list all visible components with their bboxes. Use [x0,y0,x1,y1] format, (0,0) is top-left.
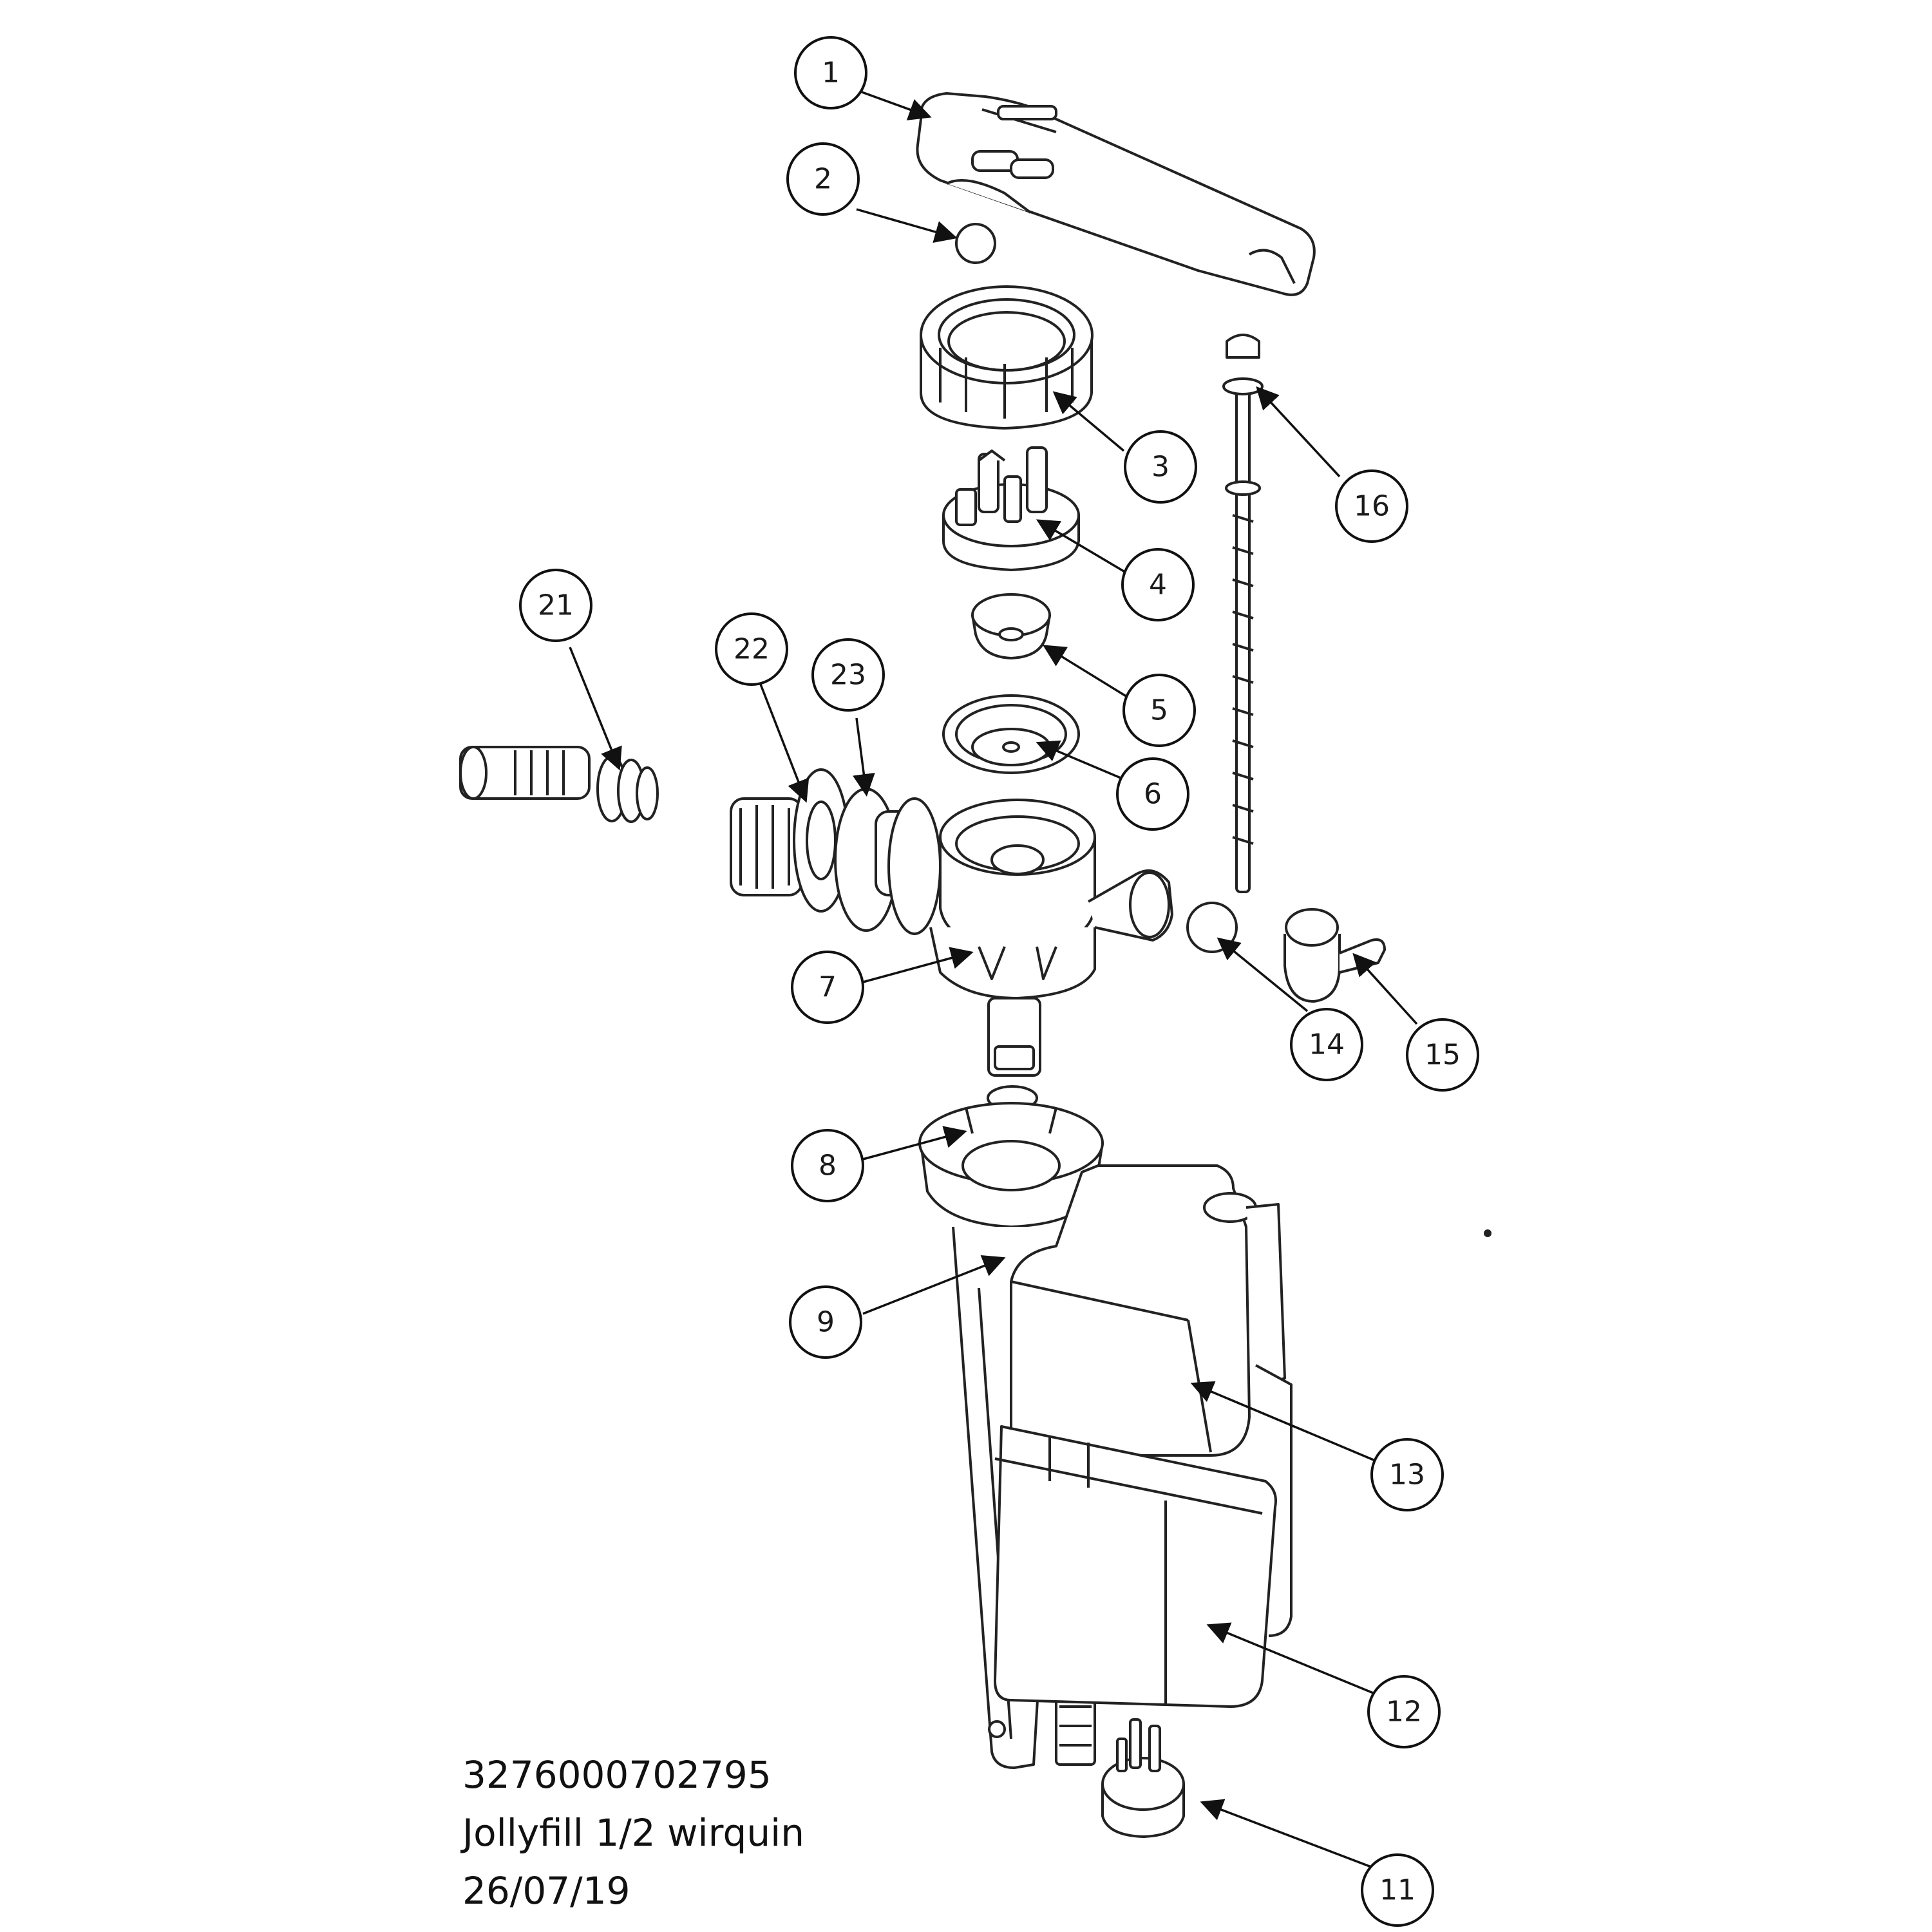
caption-product-code: 3276000702795 [462,1753,772,1797]
callout-circle-12 [1367,1675,1441,1748]
leader-9 [862,1255,1006,1315]
callout-label-9: 9 [817,1306,835,1339]
callout-label-15: 15 [1425,1039,1461,1072]
leader-14 [1217,937,1309,1012]
callout-circle-6 [1116,757,1189,831]
part-3-nut-ring [920,285,1094,430]
part-15-connector [1283,908,1386,1003]
callout-labels: 1 2 3 4 5 6 7 8 9 11 12 13 14 15 16 21 2… [538,57,1461,1907]
callout-circle-15 [1406,1018,1479,1092]
caption-product-name: Jollyfill 1/2 wirquin [462,1811,804,1855]
callout-circle-1 [794,36,867,109]
callout-circle-16 [1335,469,1408,543]
callout-label-13: 13 [1389,1459,1425,1492]
callout-label-16: 16 [1354,490,1390,523]
callout-label-5: 5 [1150,694,1168,727]
leader-11 [1200,1799,1382,1872]
leader-6 [1036,740,1124,781]
leader-12 [1206,1622,1376,1695]
part-7-stem [987,997,1041,1077]
part-5-cup-seal [971,593,1051,659]
part-4-valve-head [942,446,1080,571]
callout-circles [519,36,1479,1927]
leader-5 [1043,645,1131,700]
callout-label-2: 2 [814,163,832,196]
part-7-valve-body [929,799,1173,999]
part-13-float-housing [1010,1164,1293,1637]
callout-label-8: 8 [819,1150,837,1182]
part-6-diaphragm [942,694,1080,774]
leader-3 [1052,391,1125,452]
callout-label-1: 1 [822,57,840,90]
callout-circle-3 [1124,430,1197,504]
callout-circle-22 [715,612,788,686]
leader-21 [569,647,622,771]
leader-lines [569,89,1418,1872]
part-23-washer [834,788,942,935]
part-14-ball [1186,902,1238,953]
part-12-lower-cup [994,1425,1277,1708]
leader-4 [1036,519,1128,574]
leader-8 [862,1126,967,1160]
callout-circle-8 [791,1129,864,1202]
part-1-lever-arm [916,92,1316,296]
callout-label-3: 3 [1151,451,1170,484]
callout-circle-9 [789,1285,862,1359]
callout-label-6: 6 [1144,778,1162,811]
callout-circle-2 [786,142,860,216]
caption-date: 26/07/19 [462,1869,630,1913]
callout-circle-21 [519,569,592,642]
callout-label-4: 4 [1149,569,1167,601]
part-21-filter [459,746,659,823]
callout-label-12: 12 [1386,1696,1422,1728]
callout-circle-23 [811,638,885,712]
callout-circle-4 [1121,548,1195,621]
part-22-inlet-nut [730,768,849,913]
leader-13 [1190,1381,1379,1463]
callout-label-11: 11 [1379,1874,1416,1907]
leader-22 [759,682,810,803]
callout-label-23: 23 [830,659,866,692]
leader-23 [853,717,875,797]
callout-circle-5 [1122,674,1196,747]
leader-1 [856,89,932,120]
callout-label-21: 21 [538,589,574,622]
callout-circle-7 [791,951,864,1024]
callout-label-7: 7 [819,971,837,1004]
leader-15 [1352,952,1418,1025]
part-11-small-cap [1101,1718,1185,1838]
callout-label-14: 14 [1309,1028,1345,1061]
part-16-threaded-rod [1222,334,1264,893]
leader-7 [862,947,974,983]
part-8-top-cap [918,1085,1104,1228]
leader-16 [1256,386,1341,478]
callout-label-22: 22 [734,633,770,666]
callout-circle-14 [1290,1008,1363,1081]
part-2-ball [955,223,996,264]
callout-circle-13 [1370,1438,1444,1511]
callout-circle-11 [1361,1853,1434,1927]
stray-dot [1484,1229,1492,1237]
leader-2 [856,208,958,243]
